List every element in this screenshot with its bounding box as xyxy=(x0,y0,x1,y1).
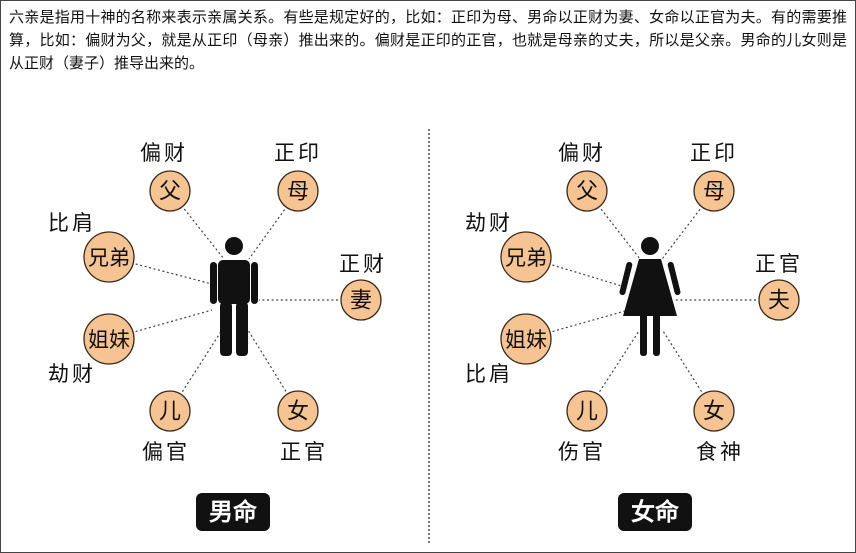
male-shishen-label: 正印 xyxy=(274,141,322,165)
female-relative-label: 父 xyxy=(576,180,598,205)
male-shishen-label: 正官 xyxy=(280,440,328,464)
female-badge-label: 女命 xyxy=(631,498,680,526)
female-shishen-label: 正官 xyxy=(755,252,803,276)
male-node-circle xyxy=(149,170,191,212)
female-node-circle xyxy=(758,279,800,321)
male-node-circle xyxy=(83,313,135,365)
male-shishen-label: 劫财 xyxy=(48,362,96,386)
male-node-circle xyxy=(277,390,319,432)
female-shishen-label: 偏财 xyxy=(558,141,606,165)
male-relative-label: 儿 xyxy=(159,400,181,425)
woman-icon xyxy=(619,237,681,356)
female-relative-label: 姐妹 xyxy=(505,328,547,352)
male-badge-label: 男命 xyxy=(209,498,258,526)
male-relative-label: 妻 xyxy=(350,289,372,314)
male-relative-label: 姐妹 xyxy=(88,328,130,352)
male-shishen-label: 偏官 xyxy=(142,440,190,464)
female-node-circle xyxy=(500,231,552,283)
man-icon xyxy=(210,237,258,356)
female-node-circle xyxy=(566,170,608,212)
male-relative-label: 兄弟 xyxy=(88,246,130,270)
male-relative-label: 父 xyxy=(159,180,181,205)
female-node-circle xyxy=(693,390,735,432)
male-connector xyxy=(108,256,213,285)
female-relative-label: 母 xyxy=(703,180,725,205)
female-connector xyxy=(586,330,640,412)
female-relative-label: 女 xyxy=(703,400,725,425)
female-node-circle xyxy=(500,313,552,365)
male-node-circle xyxy=(149,390,191,432)
male-shishen-label: 比肩 xyxy=(48,211,96,235)
male-relative-label: 母 xyxy=(287,180,309,205)
male-shishen-label: 偏财 xyxy=(140,141,188,165)
intro-text: 六亲是指用十神的名称来表示亲属关系。有些是规定好的，比如：正印为母、男命以正财为… xyxy=(9,8,847,72)
male-connector xyxy=(108,309,213,340)
male-relative-label: 女 xyxy=(287,400,309,425)
female-shishen-label: 比肩 xyxy=(465,362,513,386)
female-relative-label: 兄弟 xyxy=(505,246,547,270)
male-node-circle xyxy=(277,170,319,212)
female-badge-box xyxy=(618,493,692,531)
female-shishen-label: 食神 xyxy=(696,440,744,464)
female-connector xyxy=(525,256,626,288)
female-connector xyxy=(525,310,626,340)
male-shishen-label: 正财 xyxy=(339,252,387,276)
male-node-circle xyxy=(83,231,135,283)
male-connector xyxy=(247,329,299,412)
female-shishen-label: 劫财 xyxy=(465,211,513,235)
female-node-circle xyxy=(566,390,608,432)
female-shishen-label: 伤官 xyxy=(558,440,606,464)
female-relative-label: 儿 xyxy=(576,400,598,425)
female-shishen-label: 正印 xyxy=(690,141,738,165)
male-node-circle xyxy=(340,279,382,321)
female-connector xyxy=(662,330,715,412)
male-badge-box xyxy=(196,493,270,531)
female-node-circle xyxy=(693,170,735,212)
panel-divider xyxy=(428,129,430,543)
female-relative-label: 夫 xyxy=(768,289,790,314)
